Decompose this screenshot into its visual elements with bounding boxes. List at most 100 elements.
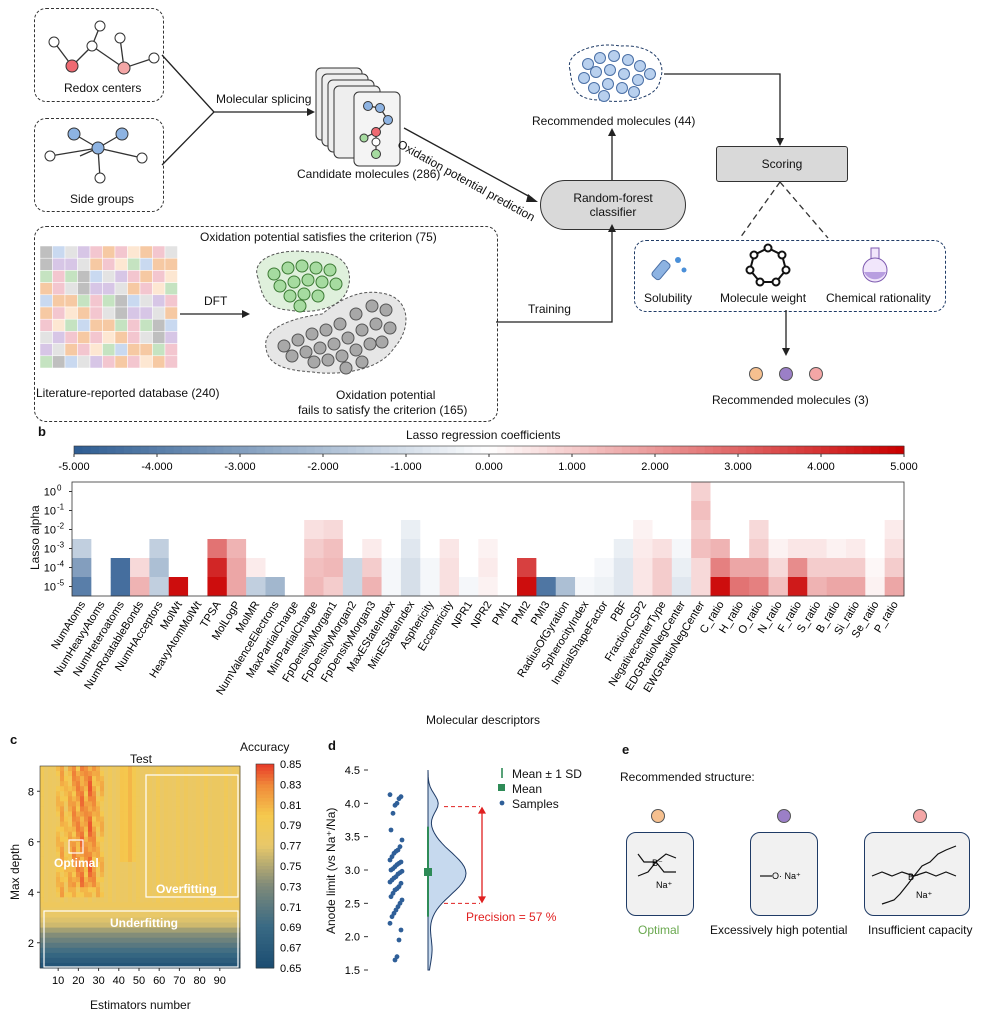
accuracy-cell bbox=[132, 796, 137, 802]
accuracy-cell bbox=[92, 786, 97, 792]
accuracy-cell bbox=[52, 841, 57, 848]
accuracy-cell bbox=[128, 957, 133, 964]
accuracy-cell bbox=[40, 766, 45, 772]
accuracy-cell bbox=[72, 927, 77, 934]
accuracy-cell bbox=[60, 942, 65, 949]
accuracy-cell bbox=[64, 766, 69, 772]
accuracy-cell bbox=[156, 867, 161, 873]
accuracy-cell bbox=[68, 806, 73, 812]
colorbar-segment bbox=[347, 446, 357, 454]
lasso-cell bbox=[304, 539, 324, 559]
accuracy-cell bbox=[180, 912, 185, 918]
accuracy-cell bbox=[196, 776, 201, 782]
accuracy-cell bbox=[188, 867, 193, 873]
accuracy-cell bbox=[84, 811, 89, 817]
accuracy-cell bbox=[60, 851, 65, 858]
accuracy-cell bbox=[76, 927, 81, 934]
accuracy-cell bbox=[72, 811, 77, 817]
colorbar-segment bbox=[580, 446, 590, 454]
accuracy-cell bbox=[120, 912, 125, 918]
accuracy-colorbar-segment bbox=[256, 893, 274, 898]
accuracy-cell bbox=[100, 887, 105, 893]
lasso-cell bbox=[130, 539, 150, 559]
accuracy-cell bbox=[180, 796, 185, 802]
accuracy-cell bbox=[56, 942, 61, 949]
accuracy-cell bbox=[84, 932, 89, 939]
accuracy-cell bbox=[60, 912, 65, 918]
accuracy-cell bbox=[192, 861, 197, 868]
accuracy-cell bbox=[148, 771, 153, 777]
accuracy-cell bbox=[228, 887, 233, 893]
accuracy-cell bbox=[168, 836, 173, 843]
accuracy-cell bbox=[196, 856, 201, 863]
accuracy-cell bbox=[232, 846, 237, 853]
accuracy-cell bbox=[112, 821, 117, 827]
accuracy-cell bbox=[68, 851, 73, 858]
accuracy-cell bbox=[112, 962, 117, 969]
colorbar-segment bbox=[190, 446, 199, 454]
database-cell bbox=[77, 318, 91, 332]
accuracy-cell bbox=[72, 947, 77, 954]
accuracy-cell bbox=[164, 952, 169, 959]
accuracy-cell bbox=[116, 962, 121, 969]
accuracy-cell bbox=[180, 831, 185, 838]
accuracy-cell bbox=[188, 912, 193, 918]
lasso-cell bbox=[130, 558, 150, 578]
colorbar-segment bbox=[381, 446, 390, 454]
accuracy-cell bbox=[220, 786, 225, 792]
accuracy-cell bbox=[44, 851, 49, 858]
accuracy-cell bbox=[88, 942, 93, 949]
lasso-cell bbox=[381, 539, 402, 559]
accuracy-cell bbox=[136, 932, 141, 939]
accuracy-cell bbox=[208, 856, 213, 863]
accuracy-cell bbox=[228, 872, 233, 878]
accuracy-cell bbox=[136, 771, 141, 777]
colorbar-segment bbox=[430, 446, 440, 454]
fails-label-1: Oxidation potential bbox=[336, 388, 436, 402]
accuracy-cell bbox=[208, 957, 213, 964]
accuracy-cell bbox=[208, 907, 213, 913]
accuracy-cell bbox=[84, 927, 89, 934]
accuracy-colorbar-segment bbox=[256, 923, 274, 928]
database-cell bbox=[114, 331, 128, 344]
accuracy-cell bbox=[40, 962, 45, 969]
accuracy-cell bbox=[204, 902, 209, 908]
accuracy-cell bbox=[52, 902, 57, 908]
accuracy-cell bbox=[76, 851, 81, 858]
accuracy-cell bbox=[168, 907, 173, 913]
accuracy-cell bbox=[68, 907, 73, 913]
accuracy-cell bbox=[80, 897, 85, 903]
accuracy-cell bbox=[112, 907, 117, 913]
accuracy-cell bbox=[52, 917, 57, 923]
accuracy-cell bbox=[180, 947, 185, 954]
accuracy-cell bbox=[204, 786, 209, 792]
accuracy-colorbar-segment bbox=[256, 811, 274, 816]
accuracy-cell bbox=[108, 887, 113, 893]
accuracy-cell bbox=[44, 882, 49, 888]
accuracy-cell bbox=[60, 811, 65, 817]
accuracy-cell bbox=[216, 907, 221, 913]
accuracy-cell bbox=[112, 927, 117, 934]
accuracy-cell bbox=[164, 957, 169, 964]
lasso-cell bbox=[323, 501, 344, 521]
accuracy-cell bbox=[228, 811, 233, 817]
accuracy-cell bbox=[44, 771, 49, 777]
accuracy-cell bbox=[124, 892, 129, 898]
accuracy-cell bbox=[156, 771, 161, 777]
anode-y-tick-label: 2.5 bbox=[345, 898, 360, 910]
accuracy-cell bbox=[60, 897, 65, 903]
accuracy-cell bbox=[96, 861, 101, 868]
accuracy-cell bbox=[60, 892, 65, 898]
accuracy-cell bbox=[96, 846, 101, 853]
accuracy-cell bbox=[228, 846, 233, 853]
accuracy-cell bbox=[176, 892, 181, 898]
accuracy-cell bbox=[184, 776, 189, 782]
accuracy-cell bbox=[148, 922, 153, 928]
accuracy-cell bbox=[232, 771, 237, 777]
accuracy-cell bbox=[228, 932, 233, 939]
accuracy-cell bbox=[236, 902, 241, 908]
accuracy-cell bbox=[192, 836, 197, 843]
accuracy-cell bbox=[76, 962, 81, 969]
accuracy-cell bbox=[96, 816, 101, 822]
accuracy-cell bbox=[128, 912, 133, 918]
